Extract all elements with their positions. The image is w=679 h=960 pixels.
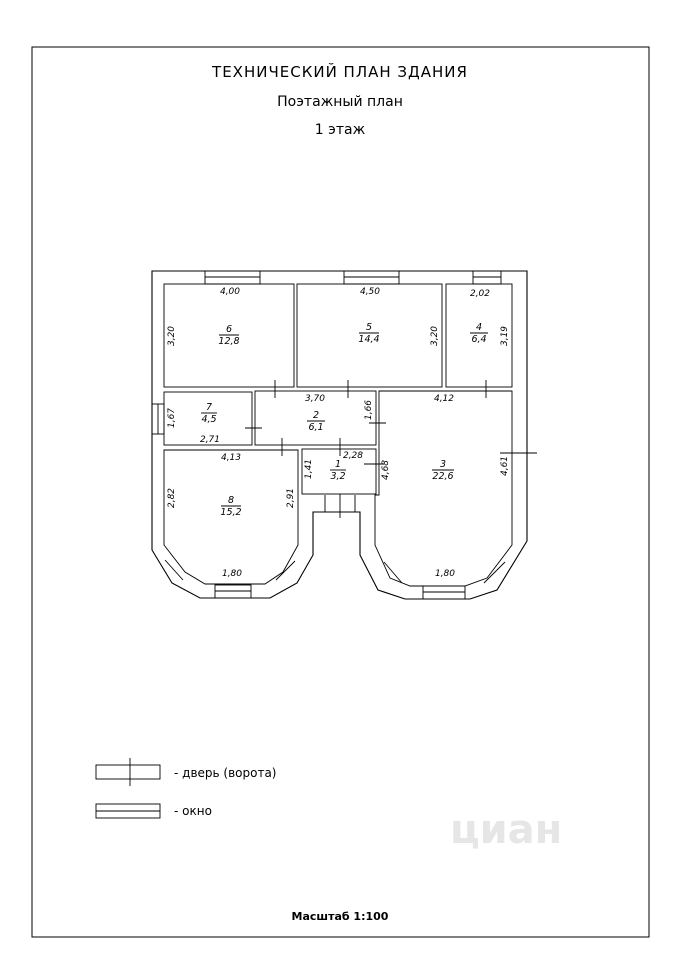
watermark-logo: циан	[450, 807, 562, 853]
outer-wall	[151, 270, 528, 600]
entrance-porch	[324, 495, 356, 512]
window	[422, 585, 466, 600]
room-2-number: 2	[313, 410, 319, 421]
window	[164, 559, 184, 581]
room-3-area: 22,6	[432, 471, 453, 482]
room-7-number: 7	[206, 402, 212, 413]
dimension-labels: 4,00 3,20 4,50 3,20 2,02 3,19 1,67 2,71 …	[167, 287, 510, 579]
window	[472, 270, 502, 285]
room-3	[374, 390, 513, 587]
door-marks	[245, 380, 537, 518]
window-marks	[151, 270, 506, 600]
dim-room-7-height: 1,67	[167, 408, 177, 428]
room-6-area: 12,8	[218, 336, 239, 347]
legend-door-label: - дверь (ворота)	[174, 766, 276, 780]
room-labels: 6 12,8 5 14,4 4 6,4 7 4,5 2 6,1 1 3,2 3 …	[201, 322, 488, 518]
window	[383, 561, 403, 584]
legend-window-label: - окно	[174, 804, 212, 818]
dim-room-5-width: 4,50	[360, 287, 380, 297]
dim-room-8-right-height: 2,91	[286, 488, 296, 508]
window	[483, 561, 506, 584]
dim-room-1-width: 2,28	[343, 451, 363, 461]
dim-room-8-bay: 1,80	[222, 569, 242, 579]
room-1-area: 3,2	[330, 471, 345, 482]
room-3-number: 3	[440, 459, 446, 470]
dim-room-2-width: 3,70	[305, 394, 325, 404]
room-4-area: 6,4	[471, 334, 486, 345]
room-2-area: 6,1	[308, 422, 323, 433]
dim-room-3-bay: 1,80	[435, 569, 455, 579]
room-2	[254, 390, 377, 446]
room-6-number: 6	[226, 324, 232, 335]
dim-room-3-left-height: 4,68	[381, 460, 391, 480]
window	[343, 270, 400, 285]
room-5-area: 14,4	[358, 334, 379, 345]
dim-room-4-width: 2,02	[470, 289, 490, 299]
room-4-number: 4	[476, 322, 482, 333]
dim-room-5-height: 3,20	[430, 326, 440, 346]
legend-door-symbol	[95, 764, 161, 780]
window	[204, 270, 261, 285]
room-8-number: 8	[228, 495, 234, 506]
plan-title: ТЕХНИЧЕСКИЙ ПЛАН ЗДАНИЯ	[211, 62, 468, 81]
dim-room-3-width: 4,12	[434, 394, 454, 404]
window	[214, 584, 252, 599]
dim-room-3-right-height: 4,61	[500, 456, 510, 476]
legend: - дверь (ворота) - окно	[95, 758, 276, 819]
room-8	[163, 449, 299, 585]
room-8-area: 15,2	[220, 507, 241, 518]
dim-room-2-height: 1,66	[364, 400, 374, 420]
window	[275, 560, 296, 581]
dim-room-6-height: 3,20	[167, 326, 177, 346]
scale-label: Масштаб 1:100	[292, 910, 389, 923]
room-1-number: 1	[335, 459, 341, 470]
sheet-frame	[31, 46, 650, 938]
dim-room-4-height: 3,19	[500, 326, 510, 346]
room-5-number: 5	[366, 322, 372, 333]
room-1	[301, 448, 377, 495]
dim-room-7-width: 2,71	[200, 435, 220, 445]
floor-label: 1 этаж	[315, 122, 366, 138]
plan-subtitle: Поэтажный план	[277, 94, 403, 110]
dim-room-1-height: 1,41	[304, 459, 314, 479]
dim-room-8-width: 4,13	[221, 453, 241, 463]
building-plan: 6 12,8 5 14,4 4 6,4 7 4,5 2 6,1 1 3,2 3 …	[151, 270, 537, 600]
room-7-area: 4,5	[201, 414, 216, 425]
dim-room-8-left-height: 2,82	[167, 488, 177, 508]
dim-room-6-width: 4,00	[220, 287, 240, 297]
